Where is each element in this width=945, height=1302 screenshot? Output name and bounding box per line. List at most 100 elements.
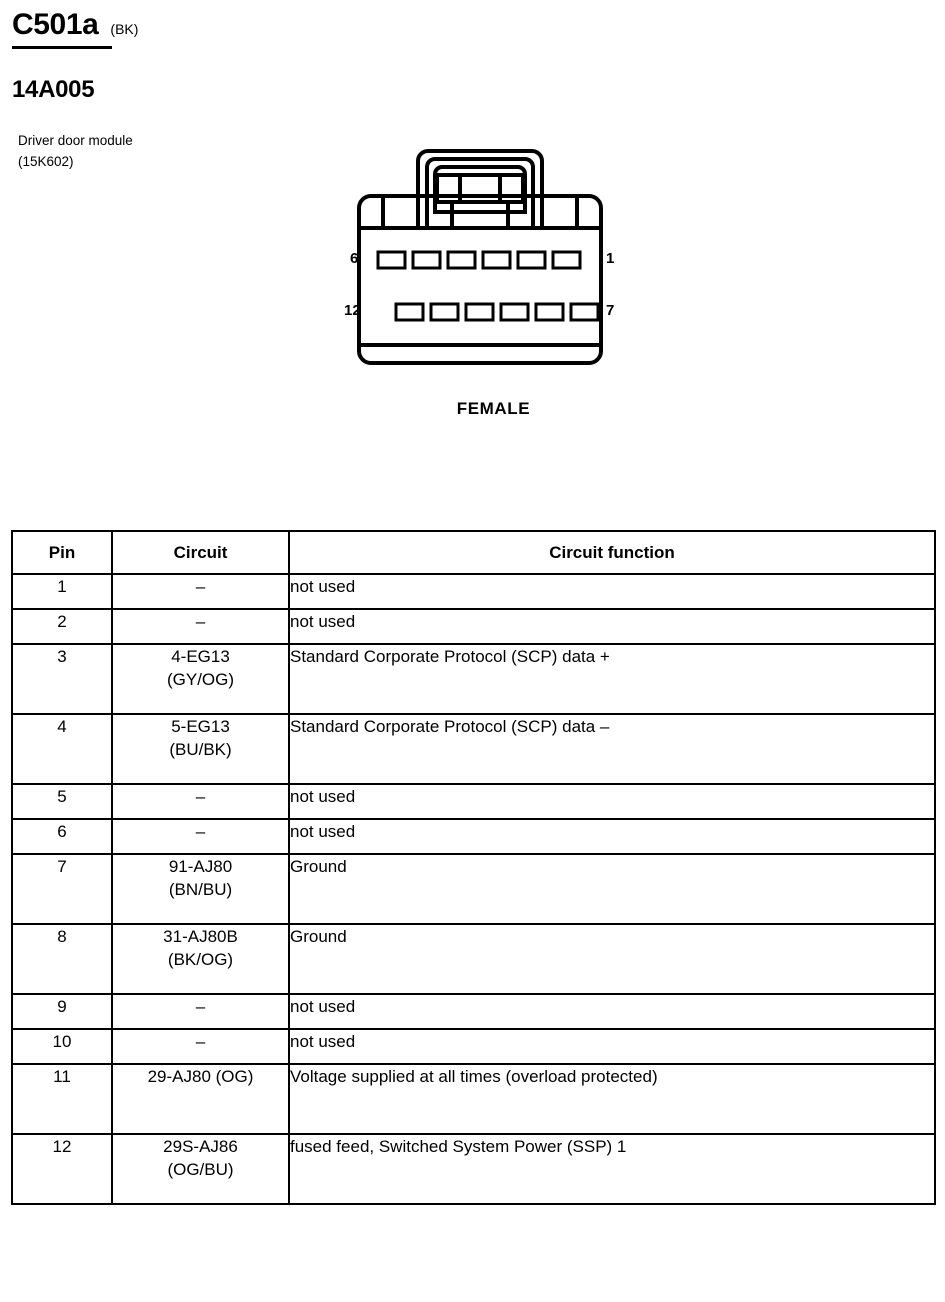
circuit-code: 29S-AJ86 bbox=[163, 1137, 238, 1156]
pin-reference-label-bottom-right: 7 bbox=[606, 302, 615, 319]
cavity-slot bbox=[569, 302, 600, 322]
cell-circuit: 5-EG13 (BU/BK) bbox=[111, 713, 290, 785]
cell-circuit: – bbox=[111, 573, 290, 610]
circuit-code: 4-EG13 bbox=[171, 647, 230, 666]
cell-pin: 7 bbox=[11, 853, 113, 925]
cavity-slot bbox=[481, 250, 512, 270]
table-row: 4 5-EG13 (BU/BK) Standard Corporate Protoco… bbox=[11, 713, 936, 785]
table-row: 9 – not used bbox=[11, 993, 936, 1030]
cell-pin: 9 bbox=[11, 993, 113, 1030]
circuit-code: – bbox=[195, 1032, 206, 1051]
connector-color-code: (BK) bbox=[110, 21, 139, 37]
pin-reference-label-top-left: 6 bbox=[350, 250, 359, 267]
cell-circuit: – bbox=[111, 1028, 290, 1065]
cell-circuit-function: not used bbox=[288, 1028, 936, 1065]
cavity-slot bbox=[394, 302, 425, 322]
column-header-function: Circuit function bbox=[288, 530, 936, 575]
component-part-number: (15K602) bbox=[18, 154, 74, 169]
connector-gender-label: FEMALE bbox=[456, 399, 531, 418]
cell-circuit: – bbox=[111, 608, 290, 645]
cell-circuit: 29S-AJ86 (OG/BU) bbox=[111, 1133, 290, 1205]
connector-id-row: C501a (BK) bbox=[12, 8, 138, 42]
cell-pin: 4 bbox=[11, 713, 113, 785]
cell-circuit-function: not used bbox=[288, 818, 936, 855]
circuit-code: – bbox=[195, 787, 206, 806]
cell-circuit: – bbox=[111, 783, 290, 820]
connector-id: C501a bbox=[12, 8, 99, 41]
cell-circuit-function: fused feed, Switched System Power (SSP) … bbox=[288, 1133, 936, 1205]
table-row: 11 29-AJ80 (OG) Voltage supplied at all ti… bbox=[11, 1063, 936, 1135]
cavity-slot bbox=[411, 250, 442, 270]
cavity-row-top bbox=[376, 250, 582, 270]
latch-inner bbox=[433, 165, 527, 214]
cell-pin: 5 bbox=[11, 783, 113, 820]
cavity-row-bottom bbox=[394, 302, 600, 322]
circuit-code: 31-AJ80B bbox=[163, 927, 238, 946]
table-row: 2 – not used bbox=[11, 608, 936, 645]
cell-pin: 1 bbox=[11, 573, 113, 610]
cavity-slot bbox=[464, 302, 495, 322]
column-header-pin: Pin bbox=[11, 530, 113, 575]
pin-reference-label-top-right: 1 bbox=[606, 250, 615, 267]
cell-pin: 11 bbox=[11, 1063, 113, 1135]
component-name: Driver door module bbox=[18, 133, 133, 148]
circuit-code: 5-EG13 bbox=[171, 717, 230, 736]
column-header-circuit: Circuit bbox=[111, 530, 290, 575]
cell-pin: 3 bbox=[11, 643, 113, 715]
circuit-code: 29-AJ80 (OG) bbox=[147, 1067, 254, 1086]
circuit-code: – bbox=[195, 997, 206, 1016]
cavity-slot bbox=[446, 250, 477, 270]
cavity-slot bbox=[429, 302, 460, 322]
cell-circuit-function: Standard Corporate Protocol (SCP) data – bbox=[288, 713, 936, 785]
table-row: 12 29S-AJ86 (OG/BU) fused feed, Switched Sy… bbox=[11, 1133, 936, 1205]
table-row: 6–not used bbox=[11, 818, 936, 855]
cavity-slot bbox=[534, 302, 565, 322]
pinout-table-body: 1 – not used 2 – not used 3 4-EG13 (GY/OG) Standa… bbox=[11, 573, 936, 1205]
cell-pin: 2 bbox=[11, 608, 113, 645]
cell-circuit-function: not used bbox=[288, 783, 936, 820]
connector-id-underline bbox=[12, 46, 112, 49]
cell-circuit-function: Standard Corporate Protocol (SCP) data + bbox=[288, 643, 936, 715]
cavity-slot bbox=[499, 302, 530, 322]
table-row: 3 4-EG13 (GY/OG) Standard Corporate Protoco… bbox=[11, 643, 936, 715]
cavity-slot bbox=[551, 250, 582, 270]
cell-circuit-function: Ground bbox=[288, 853, 936, 925]
cavity-slot bbox=[376, 250, 407, 270]
circuit-color-code: (OG/BU) bbox=[167, 1160, 234, 1179]
circuit-code: – bbox=[195, 822, 206, 841]
circuit-color-code: (GY/OG) bbox=[166, 670, 235, 689]
table-header-row: Pin Circuit Circuit function bbox=[11, 530, 936, 575]
circuit-color-code: (BU/BK) bbox=[169, 740, 232, 759]
cell-circuit-function: not used bbox=[288, 608, 936, 645]
cell-circuit: – bbox=[111, 993, 290, 1030]
part-number: 14A005 bbox=[12, 76, 95, 103]
circuit-color-code: (BK/OG) bbox=[167, 950, 234, 969]
cell-circuit-function: Ground bbox=[288, 923, 936, 995]
cell-pin: 12 bbox=[11, 1133, 113, 1205]
table-row: 8 31-AJ80B (BK/OG) Ground bbox=[11, 923, 936, 995]
cell-pin: 8 bbox=[11, 923, 113, 995]
pin-reference-label-bottom-left: 12 bbox=[344, 302, 361, 319]
circuit-code: – bbox=[195, 577, 206, 596]
table-row: 5 – not used bbox=[11, 783, 936, 820]
cell-circuit: 29-AJ80 (OG) bbox=[111, 1063, 290, 1135]
cell-circuit: 91-AJ80(BN/BU) bbox=[111, 853, 290, 925]
circuit-color-code: (BN/BU) bbox=[168, 880, 233, 899]
connector-body bbox=[357, 194, 603, 365]
cell-circuit-function: Voltage supplied at all times (overload … bbox=[288, 1063, 936, 1135]
cell-circuit-function: not used bbox=[288, 573, 936, 610]
table-row: 1 – not used bbox=[11, 573, 936, 610]
cell-circuit: 31-AJ80B (BK/OG) bbox=[111, 923, 290, 995]
cell-pin: 10 bbox=[11, 1028, 113, 1065]
connector-illustration bbox=[357, 149, 603, 365]
latch-outer bbox=[416, 149, 544, 230]
circuit-code: – bbox=[195, 612, 206, 631]
table-row: 10 – not used bbox=[11, 1028, 936, 1065]
latch-middle bbox=[425, 157, 535, 230]
cell-circuit: 4-EG13 (GY/OG) bbox=[111, 643, 290, 715]
cell-circuit-function: not used bbox=[288, 993, 936, 1030]
cavity-slot bbox=[516, 250, 547, 270]
